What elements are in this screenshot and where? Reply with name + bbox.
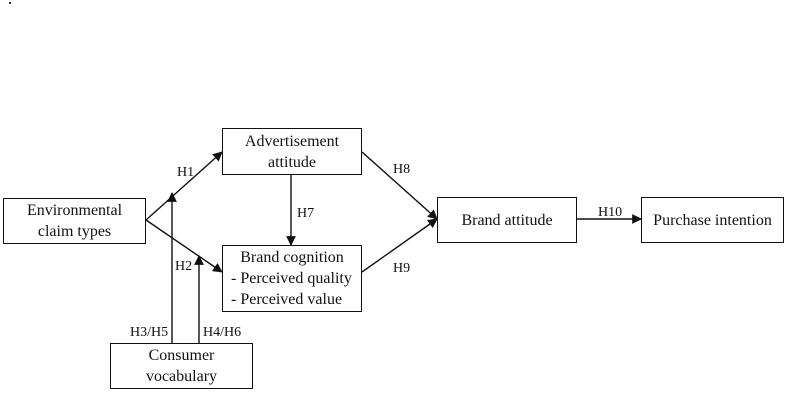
advertisement-attitude-node: Advertisement attitude <box>222 128 362 175</box>
consumer-vocabulary-node: Consumer vocabulary <box>110 343 253 389</box>
arrow-h1 <box>145 151 223 221</box>
path-label-h10: H10 <box>598 205 623 220</box>
consumer-vocabulary-line1: Consumer <box>148 347 215 364</box>
path-label-h8: H8 <box>393 162 411 177</box>
arrow-h9 <box>361 218 438 273</box>
path-label-h4h6: H4/H6 <box>203 325 242 340</box>
environmental-claim-types-node: Environmental claim types <box>3 198 146 244</box>
arrow-h2 <box>145 219 223 273</box>
purchase-intention-label: Purchase intention <box>653 211 772 229</box>
brand-cognition-title: Brand cognition <box>240 249 344 266</box>
advertisement-attitude-line2: attitude <box>268 153 316 171</box>
consumer-vocabulary-line2: vocabulary <box>145 368 218 385</box>
path-label-h9: H9 <box>393 261 411 276</box>
path-label-h2: H2 <box>175 259 193 274</box>
path-label-h1: H1 <box>177 165 195 180</box>
purchase-intention-node: Purchase intention <box>641 197 784 243</box>
path-label-h7: H7 <box>297 206 315 221</box>
perceived-quality-item: - Perceived quality <box>231 270 352 287</box>
arrow-h8 <box>361 151 438 220</box>
brand-attitude-node: Brand attitude <box>437 197 577 243</box>
perceived-value-item: - Perceived value <box>231 291 343 308</box>
environmental-claim-types-line1: Environmental <box>26 202 123 219</box>
stray-mark <box>9 2 11 4</box>
brand-attitude-label: Brand attitude <box>461 211 553 229</box>
environmental-claim-types-line2: claim types <box>37 223 112 240</box>
advertisement-attitude-line1: Advertisement <box>244 132 340 150</box>
brand-cognition-node: Brand cognition - Perceived quality - Pe… <box>222 245 362 312</box>
path-label-h3h5: H3/H5 <box>130 325 169 340</box>
